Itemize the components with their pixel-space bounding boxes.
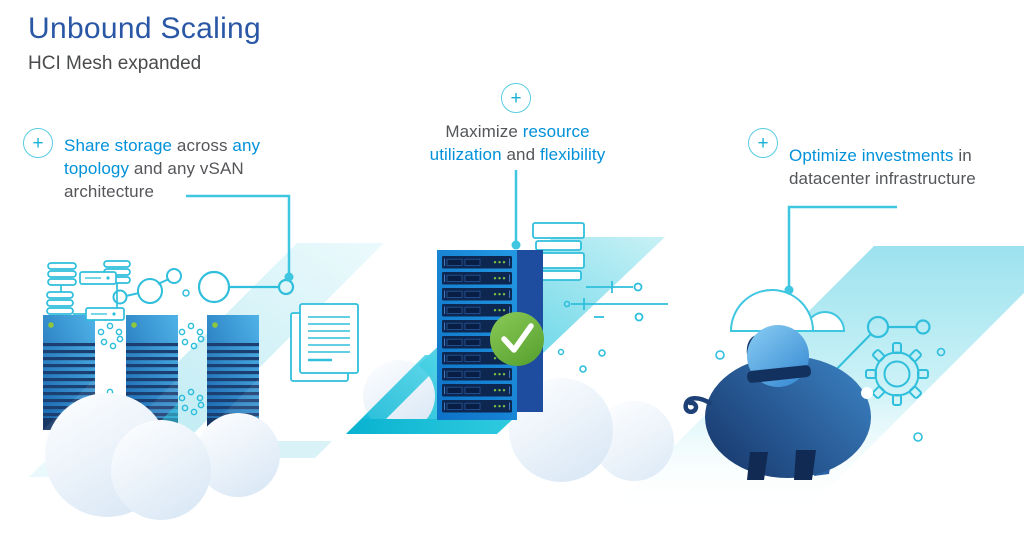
- server-tower-illustration: [346, 222, 674, 482]
- coin-slot: [747, 365, 811, 383]
- pig-leg: [747, 452, 768, 480]
- page-title: Unbound Scaling: [28, 12, 262, 45]
- plus-icon[interactable]: +: [501, 83, 531, 113]
- cloud-icon: [45, 393, 280, 520]
- piggy-bank-illustration: [683, 289, 946, 480]
- storage-cluster-icon: [46, 260, 131, 321]
- page-subtitle: HCI Mesh expanded: [28, 53, 202, 74]
- plus-icon[interactable]: +: [748, 128, 778, 158]
- dot-decor: [715, 347, 946, 442]
- disk-stack-icon: [532, 222, 585, 281]
- pig-tail: [683, 396, 713, 414]
- server-rack-icon: [207, 315, 259, 430]
- gear-icon: [865, 342, 929, 406]
- cloud-icon: [729, 289, 846, 332]
- pig-snout-notch: [861, 387, 873, 399]
- plus-glyph: +: [757, 132, 769, 154]
- plus-glyph: +: [510, 87, 522, 109]
- pig-body: [705, 356, 871, 478]
- dot-cluster-icon: [97, 322, 124, 350]
- connector-right: [784, 205, 897, 295]
- molecule-icon: [112, 268, 190, 305]
- pig-leg: [794, 450, 816, 480]
- teal-base: [346, 419, 513, 434]
- document-icon: [290, 303, 359, 382]
- connector-middle: [511, 170, 521, 250]
- header: Unbound Scaling HCI Mesh expanded: [28, 12, 261, 75]
- slider-lines-icon: [557, 281, 668, 373]
- check-icon: [490, 312, 544, 366]
- plus-icon[interactable]: +: [23, 128, 53, 158]
- plus-glyph: +: [32, 132, 44, 154]
- connector-left: [186, 194, 294, 282]
